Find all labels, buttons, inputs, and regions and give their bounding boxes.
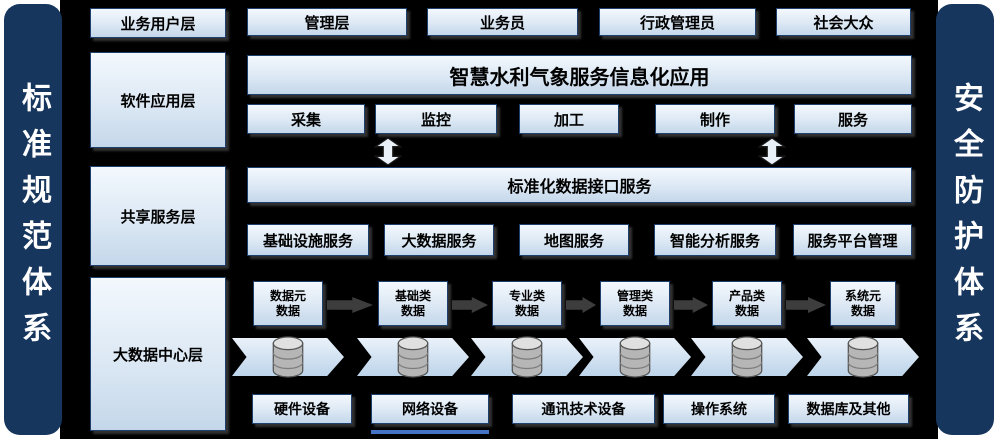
exchange-arrow-icon [757, 137, 787, 169]
exchange-arrow-icon [373, 137, 403, 169]
left-pillar-label: 标准规范体系 [16, 81, 51, 358]
shared-service-map: 地图服务 [519, 224, 629, 256]
database-icon [509, 336, 545, 382]
infra-communication: 通讯技术设备 [512, 394, 655, 424]
shared-service-infrastructure: 基础设施服务 [247, 224, 369, 256]
user-layer-item-management: 管理层 [247, 8, 407, 36]
data-category-product: 产品类 数据 [712, 281, 782, 326]
shared-service-bigdata: 大数据服务 [384, 224, 494, 256]
app-function-process: 加工 [519, 104, 619, 134]
flow-arrow-icon [566, 297, 596, 313]
data-category-professional: 专业类 数据 [492, 281, 562, 326]
app-title-bar: 智慧水利气象服务信息化应用 [247, 55, 912, 95]
database-icon [729, 336, 765, 382]
user-layer-item-admin: 行政管理员 [599, 8, 756, 36]
layer-label-big-data-center: 大数据中心层 [90, 277, 226, 431]
data-category-basic: 基础类 数据 [378, 281, 448, 326]
data-category-system-meta: 系统元 数据 [830, 281, 896, 326]
infra-hardware: 硬件设备 [252, 394, 352, 424]
infra-database-other: 数据库及其他 [788, 394, 909, 424]
flow-arrow-icon [786, 297, 826, 313]
app-function-service: 服务 [794, 104, 912, 134]
database-icon [617, 336, 653, 382]
app-function-monitor: 监控 [375, 104, 497, 134]
shared-service-analysis: 智能分析服务 [654, 224, 776, 256]
right-pillar-label: 安全防护体系 [948, 81, 983, 358]
bottom-accent-line [371, 430, 489, 434]
infra-os: 操作系统 [663, 394, 775, 424]
app-function-collect: 采集 [247, 104, 365, 134]
flow-arrow-icon [452, 297, 488, 313]
layer-label-software-app: 软件应用层 [90, 52, 226, 148]
database-icon [395, 336, 431, 382]
layer-label-shared-service: 共享服务层 [90, 166, 226, 266]
left-pillar-standard-spec-system: 标准规范体系 [4, 4, 62, 435]
flow-arrow-icon [674, 297, 708, 313]
flow-arrow-icon [327, 297, 373, 313]
data-category-management: 管理类 数据 [600, 281, 670, 326]
database-icon [845, 336, 881, 382]
layer-label-business-user: 业务用户层 [90, 8, 226, 38]
database-icon [270, 336, 306, 382]
infra-network: 网络设备 [371, 394, 489, 424]
shared-service-platform-mgmt: 服务平台管理 [793, 224, 912, 256]
right-pillar-security-protection-system: 安全防护体系 [936, 4, 994, 435]
data-interface-bar: 标准化数据接口服务 [247, 167, 912, 203]
data-category-metadata: 数据元 数据 [253, 281, 323, 326]
app-function-produce: 制作 [655, 104, 775, 134]
user-layer-item-business-staff: 业务员 [427, 8, 578, 36]
user-layer-item-public: 社会大众 [776, 8, 911, 36]
